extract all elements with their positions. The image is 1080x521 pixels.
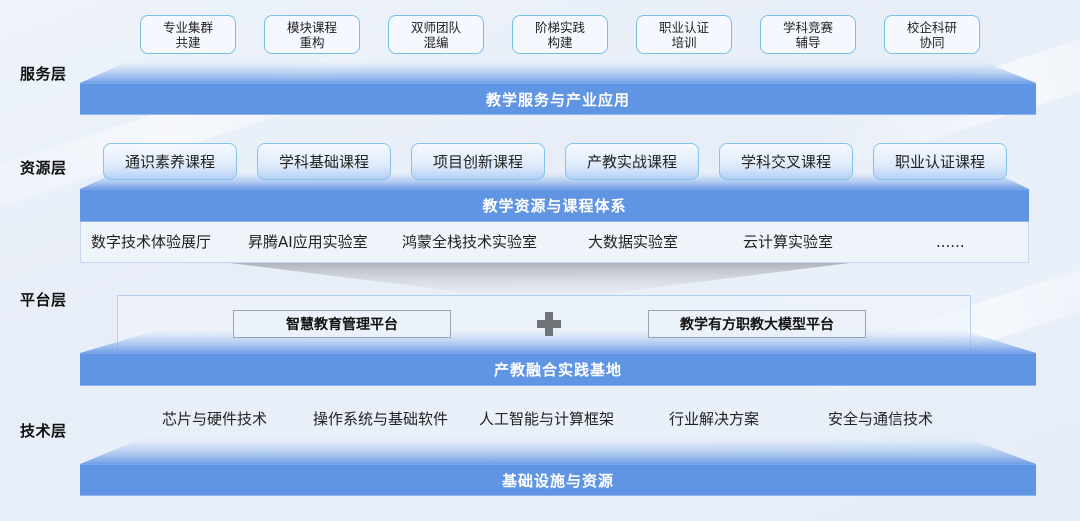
service-card-line1: 校企科研 xyxy=(906,19,957,35)
service-card-line2: 协同 xyxy=(919,34,945,50)
layer-label-technology: 技术层 xyxy=(20,422,67,440)
tech-item-3: 人工智能与计算框架 xyxy=(479,410,615,428)
service-card-line2: 重构 xyxy=(299,34,325,50)
service-card-5: 职业认证 培训 xyxy=(636,15,732,54)
service-card-line1: 模块课程 xyxy=(286,19,337,35)
course-card-1: 通识素养课程 xyxy=(103,143,237,180)
service-card-3: 双师团队 混编 xyxy=(388,15,484,54)
plus-icon xyxy=(537,312,561,336)
platform-llm: 教学有方职教大模型平台 xyxy=(648,310,866,338)
service-card-2: 模块课程 重构 xyxy=(264,15,360,54)
lab-item-3: 鸿蒙全栈技术实验室 xyxy=(402,233,538,251)
service-card-line2: 培训 xyxy=(671,34,697,50)
layer-label-service: 服务层 xyxy=(20,65,67,83)
tech-item-2: 操作系统与基础软件 xyxy=(313,410,449,428)
funnel-shadow xyxy=(230,263,850,293)
platform-band: 产教融合实践基地 xyxy=(80,353,1036,386)
technology-band: 基础设施与资源 xyxy=(80,464,1036,496)
layer-label-platform: 平台层 xyxy=(20,291,67,309)
service-card-line1: 专业集群 xyxy=(162,19,213,35)
lab-row: 数字技术体验展厅 昇腾AI应用实验室 鸿蒙全栈技术实验室 大数据实验室 云计算实… xyxy=(80,222,1029,263)
course-card-6: 职业认证课程 xyxy=(873,143,1007,180)
service-card-line2: 构建 xyxy=(547,34,573,50)
course-card-4: 产教实战课程 xyxy=(565,143,699,180)
technology-glow xyxy=(80,432,1036,464)
lab-item-6: ...... xyxy=(936,233,965,251)
lab-item-2: 昇腾AI应用实验室 xyxy=(248,233,368,251)
service-card-line2: 混编 xyxy=(423,34,449,50)
resource-band: 教学资源与课程体系 xyxy=(80,189,1029,222)
tech-item-1: 芯片与硬件技术 xyxy=(162,410,268,428)
service-card-1: 专业集群 共建 xyxy=(140,15,236,54)
lab-item-5: 云计算实验室 xyxy=(743,233,834,251)
course-card-5: 学科交叉课程 xyxy=(719,143,853,180)
platform-smart-education: 智慧教育管理平台 xyxy=(233,310,451,338)
service-card-line1: 职业认证 xyxy=(658,19,709,35)
lab-item-1: 数字技术体验展厅 xyxy=(91,233,212,251)
service-card-line1: 学科竞赛 xyxy=(782,19,833,35)
service-card-7: 校企科研 协同 xyxy=(884,15,980,54)
service-card-4: 阶梯实践 构建 xyxy=(512,15,608,54)
service-card-line2: 共建 xyxy=(175,34,201,50)
lab-item-4: 大数据实验室 xyxy=(588,233,679,251)
course-card-3: 项目创新课程 xyxy=(411,143,545,180)
service-card-6: 学科竞赛 辅导 xyxy=(760,15,856,54)
tech-item-4: 行业解决方案 xyxy=(669,410,760,428)
service-card-line1: 阶梯实践 xyxy=(534,19,585,35)
layer-label-resource: 资源层 xyxy=(20,159,67,177)
service-card-line1: 双师团队 xyxy=(410,19,461,35)
service-band: 教学服务与产业应用 xyxy=(80,83,1036,115)
service-card-line2: 辅导 xyxy=(795,34,821,50)
service-glow xyxy=(80,56,1036,83)
course-card-2: 学科基础课程 xyxy=(257,143,391,180)
tech-item-5: 安全与通信技术 xyxy=(828,410,934,428)
